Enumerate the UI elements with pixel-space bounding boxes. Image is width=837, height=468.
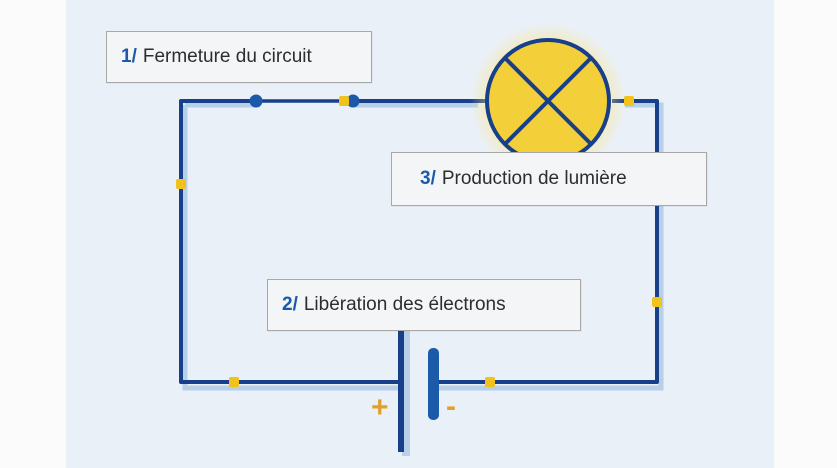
label-closing-circuit: 1/ Fermeture du circuit <box>106 31 372 83</box>
electron-dot <box>485 377 495 387</box>
label-release-number: 2/ <box>282 294 298 315</box>
switch-icon <box>249 94 360 108</box>
wire-shadow <box>182 102 664 391</box>
left-margin <box>0 0 66 468</box>
electron-dot <box>229 377 239 387</box>
label-light-text: Production de lumière <box>441 168 627 189</box>
label-light-production: 3/ Production de lumière <box>391 152 707 206</box>
electron-dot <box>624 96 634 106</box>
label-closing-number: 1/ <box>121 46 137 67</box>
label-release-text: Libération des électrons <box>303 294 506 315</box>
label-closing-text: Fermeture du circuit <box>142 46 312 67</box>
battery-minus-sign: - <box>446 390 456 423</box>
electron-dot <box>339 96 349 106</box>
right-margin <box>774 0 837 468</box>
wire-left-segment <box>179 99 404 384</box>
electron-dot <box>652 297 662 307</box>
lamp-icon <box>470 23 626 179</box>
label-light-number: 3/ <box>420 168 436 189</box>
battery-plus-sign: + <box>371 391 389 424</box>
electrons <box>176 96 662 387</box>
circuit-wire <box>179 99 659 384</box>
wire-lamp-right-segment <box>434 99 659 384</box>
battery-icon <box>398 312 439 456</box>
electron-dot <box>176 179 186 189</box>
label-electron-release: 2/ Libération des électrons <box>267 279 581 331</box>
